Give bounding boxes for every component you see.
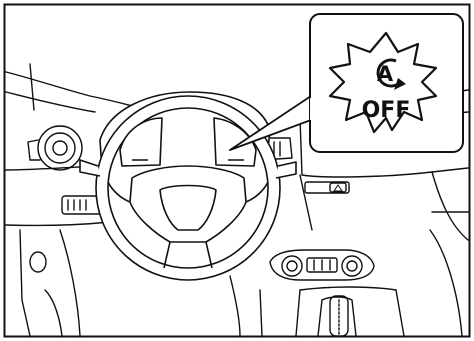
callout-icon-label: OFF [362,98,411,123]
callout-icon-letter: A [377,62,394,86]
